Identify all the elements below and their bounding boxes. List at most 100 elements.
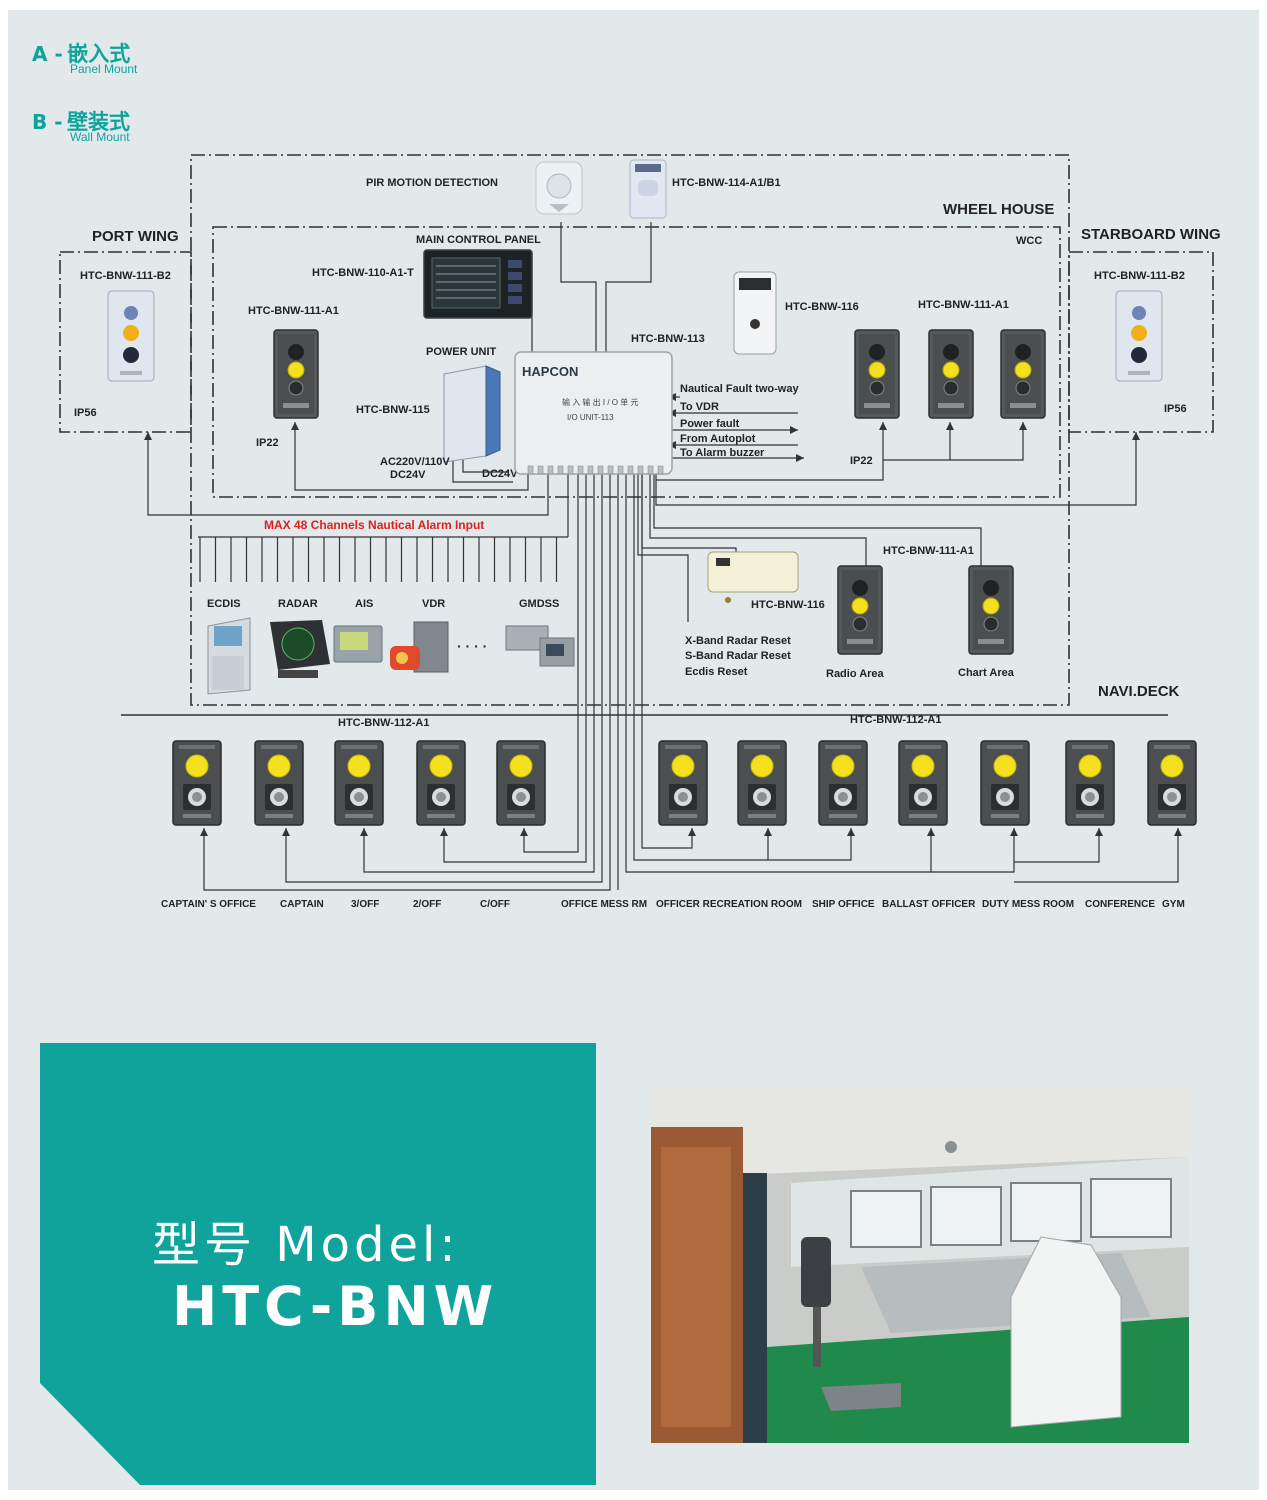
port-wing-label: PORT WING bbox=[92, 228, 179, 245]
ip56-right-label: IP56 bbox=[1164, 403, 1187, 415]
room-label-0: CAPTAIN' S OFFICE bbox=[161, 899, 256, 910]
room-label-9: DUTY MESS ROOM bbox=[982, 899, 1074, 910]
room-panel-3 bbox=[416, 740, 466, 826]
vdr-icon bbox=[390, 621, 449, 673]
ip56-left-label: IP56 bbox=[74, 407, 97, 419]
starboard-wing-label: STARBOARD WING bbox=[1081, 226, 1221, 243]
ceiling-sensor-icon bbox=[629, 159, 667, 219]
port-wing-panel bbox=[107, 290, 155, 382]
max-channels-label: MAX 48 Channels Nautical Alarm Input bbox=[264, 518, 484, 532]
io-cn-label: 输 入 输 出 I / O 单 元 bbox=[562, 397, 638, 407]
right-a1-panel-2 bbox=[928, 329, 974, 419]
reset-2: Ecdis Reset bbox=[685, 666, 748, 678]
output-1: To VDR bbox=[680, 401, 719, 413]
device116-mid-label: HTC-BNW-116 bbox=[751, 599, 825, 611]
right-a1-panel-1 bbox=[854, 329, 900, 419]
main-control-panel bbox=[423, 249, 533, 319]
ecdis-icon bbox=[207, 617, 251, 695]
legend-a-en: Panel Mount bbox=[70, 62, 138, 76]
nav-device-1: RADAR bbox=[278, 598, 318, 610]
power-unit bbox=[443, 365, 501, 463]
device116-top-label: HTC-BNW-116 bbox=[785, 301, 859, 313]
room-label-10: CONFERENCE bbox=[1085, 899, 1155, 910]
io-unit: HAPCON 输 入 输 出 I / O 单 元 I/O UNIT-113 bbox=[514, 351, 673, 475]
room-label-7: SHIP OFFICE bbox=[812, 899, 875, 910]
ip22-right-label: IP22 bbox=[850, 455, 873, 467]
ip22-left-label: IP22 bbox=[256, 437, 279, 449]
reset-0: X-Band Radar Reset bbox=[685, 635, 791, 647]
legend-b-cn: 壁装式 bbox=[66, 110, 130, 134]
room-panel-9 bbox=[980, 740, 1030, 826]
bnw112-left-label: HTC-BNW-112-A1 bbox=[338, 717, 429, 729]
room-label-6: OFFICER RECREATION ROOM bbox=[656, 899, 802, 910]
radio-area-label: Radio Area bbox=[826, 668, 885, 680]
nav-device-0: ECDIS bbox=[207, 598, 241, 610]
pir-model-label: HTC-BNW-114-A1/B1 bbox=[672, 177, 781, 189]
nav-device-2: AIS bbox=[355, 598, 373, 610]
room-label-2: 3/OFF bbox=[351, 899, 379, 910]
wheelhouse-boundary bbox=[212, 226, 1061, 498]
main-panel-model-label: HTC-BNW-110-A1-T bbox=[312, 267, 414, 279]
pir-sensor-icon bbox=[535, 161, 583, 215]
port-model-label: HTC-BNW-111-B2 bbox=[80, 270, 171, 282]
portwing-boundary bbox=[59, 251, 192, 433]
main-panel-label: MAIN CONTROL PANEL bbox=[416, 234, 541, 246]
legend-b-code: B - bbox=[32, 110, 63, 134]
io-en-label: I/O UNIT-113 bbox=[567, 413, 614, 422]
bnw116-top-device bbox=[733, 271, 777, 355]
bnw112-right-label: HTC-BNW-112-A1 bbox=[850, 714, 941, 726]
legend-wall-mount: B - 壁装式 Wall Mount bbox=[32, 106, 130, 144]
room-panel-8 bbox=[898, 740, 948, 826]
starboard-wing-panel bbox=[1115, 290, 1163, 382]
wheel-house-label: WHEEL HOUSE bbox=[943, 201, 1054, 218]
power-unit-label: POWER UNIT bbox=[426, 346, 497, 358]
lower-a1-label: HTC-BNW-111-A1 bbox=[883, 545, 974, 557]
output-2: Power fault bbox=[680, 418, 740, 430]
left-a1-label: HTC-BNW-111-A1 bbox=[248, 305, 339, 317]
page: A - 嵌入式 Panel Mount B - 壁装式 Wall Mount bbox=[8, 10, 1259, 1490]
legend-a-cn: 嵌入式 bbox=[67, 42, 131, 66]
room-panel-2 bbox=[334, 740, 384, 826]
room-label-3: 2/OFF bbox=[413, 899, 441, 910]
wcc-label: WCC bbox=[1016, 235, 1042, 247]
output-3: From Autoplot bbox=[680, 433, 756, 445]
room-panel-6 bbox=[737, 740, 787, 826]
bnw116-mid-device bbox=[707, 551, 799, 603]
reset-1: S-Band Radar Reset bbox=[685, 650, 791, 662]
room-panel-4 bbox=[496, 740, 546, 826]
room-label-5: OFFICE MESS RM bbox=[561, 899, 647, 910]
bridge-photo-icon bbox=[651, 1087, 1189, 1443]
dc-left-label: DC24V bbox=[390, 469, 426, 481]
io-model-label: HTC-BNW-113 bbox=[631, 333, 705, 345]
legend-panel-mount: A - 嵌入式 Panel Mount bbox=[32, 38, 137, 76]
system-diagram: PORT WING STARBOARD WING WHEEL HOUSE WCC… bbox=[59, 154, 1221, 910]
left-a1-panel bbox=[273, 329, 319, 419]
power-model-label: HTC-BNW-115 bbox=[356, 404, 430, 416]
ais-icon bbox=[333, 625, 383, 663]
radar-icon bbox=[270, 620, 330, 678]
nav-device-3: VDR bbox=[422, 598, 445, 610]
star-model-label: HTC-BNW-111-B2 bbox=[1094, 270, 1185, 282]
navi-deck-label: NAVI.DECK bbox=[1098, 683, 1180, 700]
io-brand: HAPCON bbox=[522, 364, 578, 379]
room-panel-5 bbox=[658, 740, 708, 826]
room-panel-11 bbox=[1147, 740, 1197, 826]
starboardwing-boundary bbox=[1068, 251, 1214, 433]
nav-device-dots: · · · · bbox=[457, 638, 487, 654]
gmdss-icon bbox=[505, 625, 575, 667]
room-panel-7 bbox=[818, 740, 868, 826]
room-label-1: CAPTAIN bbox=[280, 899, 324, 910]
pir-label: PIR MOTION DETECTION bbox=[366, 177, 498, 189]
ac-label: AC220V/110V bbox=[380, 456, 450, 468]
model-block: 型号 Model: HTC-BNW bbox=[40, 1043, 596, 1485]
chart-area-label: Chart Area bbox=[958, 667, 1015, 679]
model-label: 型号 Model: bbox=[152, 1217, 460, 1273]
legend-a-code: A - bbox=[32, 42, 63, 66]
output-0: Nautical Fault two-way bbox=[680, 383, 799, 395]
dc-right-label: DC24V bbox=[482, 468, 518, 480]
room-panel-0 bbox=[172, 740, 222, 826]
nav-device-4: GMDSS bbox=[519, 598, 559, 610]
legend-b-en: Wall Mount bbox=[70, 130, 130, 144]
model-code: HTC-BNW bbox=[172, 1275, 499, 1338]
room-label-8: BALLAST OFFICER bbox=[882, 899, 976, 910]
